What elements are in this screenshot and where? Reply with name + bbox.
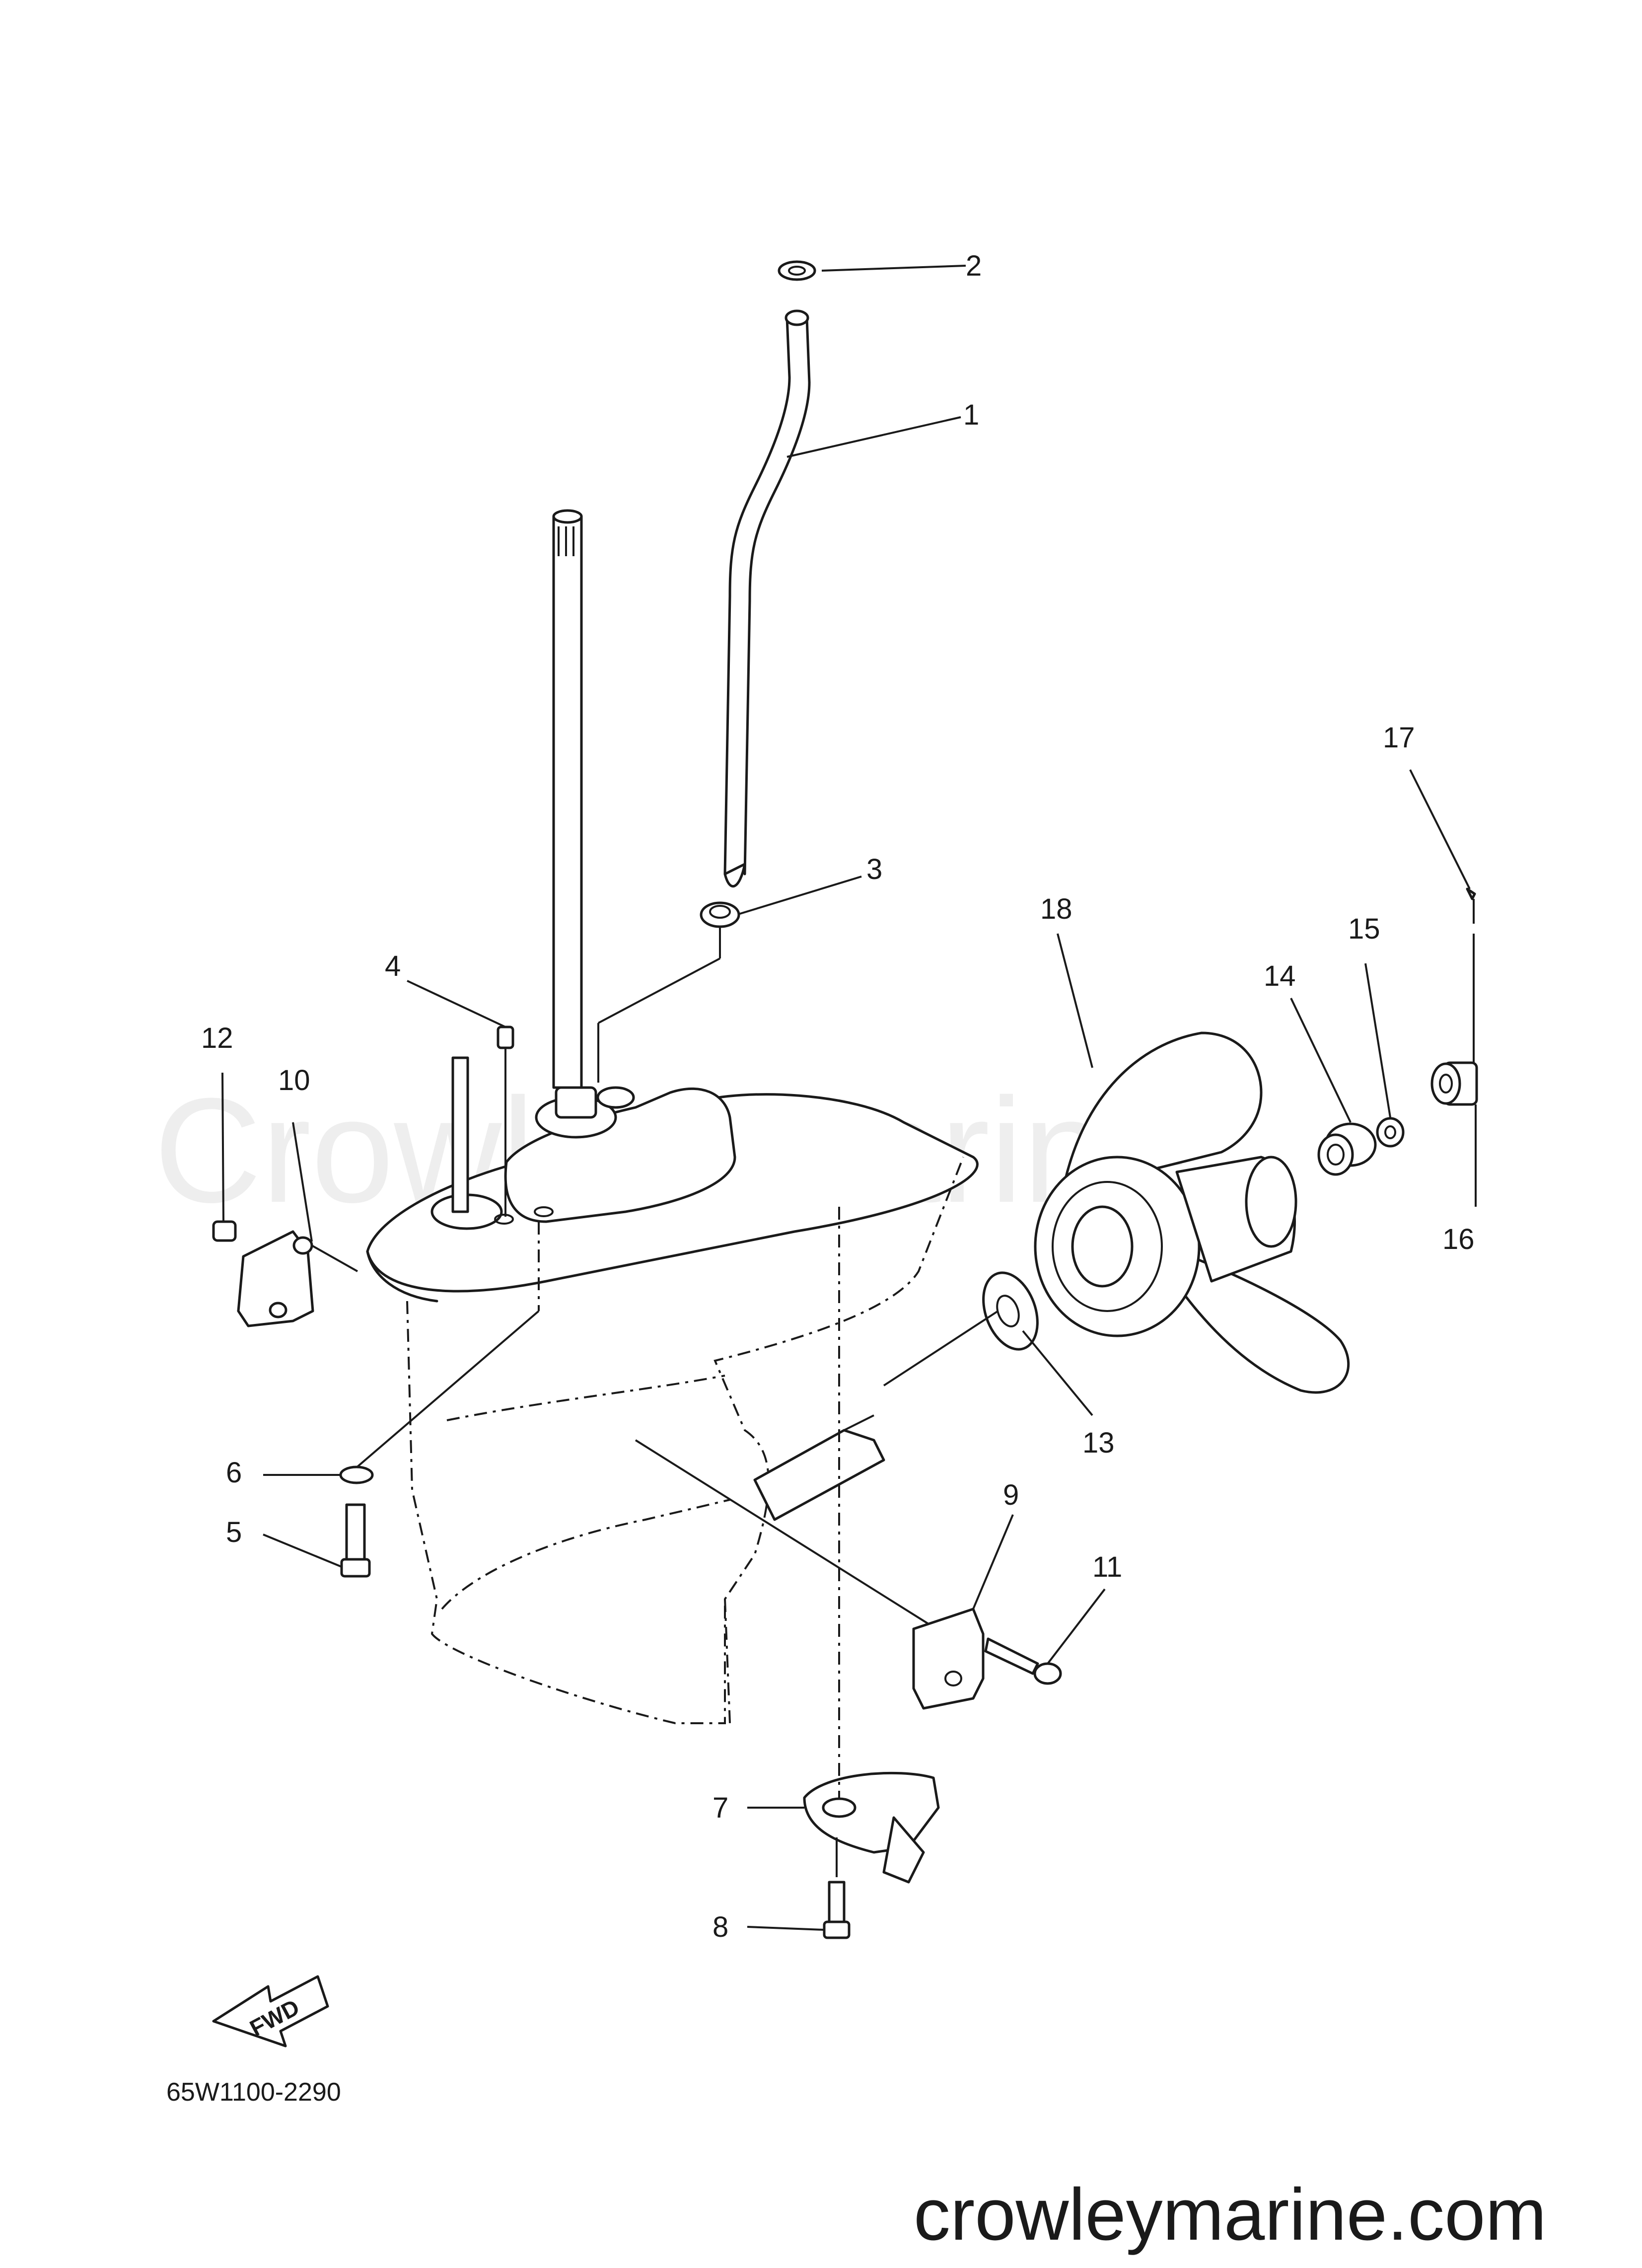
screw-icon [984, 1637, 1062, 1685]
callout-10: 10 [278, 1064, 310, 1097]
drawing-code: 65W1100-2290 [166, 2078, 341, 2107]
callout-4: 4 [385, 950, 401, 982]
callout-12: 12 [201, 1022, 233, 1054]
washer-icon [339, 1465, 374, 1484]
spacer-icon [1317, 1122, 1377, 1176]
footer-url: crowleymarine.com [914, 2174, 1547, 2256]
callout-15: 15 [1348, 913, 1380, 945]
drive-shaft [552, 509, 583, 1089]
trim-tab-bolt-icon [823, 1881, 851, 1939]
callout-5: 5 [226, 1516, 242, 1548]
propeller-shaft [753, 1414, 885, 1521]
side-anode-icon [912, 1608, 985, 1710]
nut-icon [212, 1220, 237, 1242]
callout-16: 16 [1442, 1223, 1475, 1255]
fwd-direction-arrow: FWD [212, 1975, 329, 2048]
trim-tab-icon [803, 1771, 940, 1884]
leader-lines [221, 265, 1477, 1931]
seal-grommet-icon [700, 901, 740, 928]
thrust-washer-icon [982, 1271, 1039, 1351]
callout-labels: 2 1 3 4 12 10 6 5 7 8 9 11 13 18 14 15 1… [201, 250, 1475, 1943]
callout-11: 11 [1092, 1551, 1122, 1583]
callout-17: 17 [1383, 722, 1415, 754]
grommet-icon [778, 260, 816, 281]
callout-6: 6 [226, 1457, 242, 1489]
callout-7: 7 [713, 1792, 728, 1824]
callout-2: 2 [966, 250, 982, 282]
water-pump-housing [430, 1056, 736, 1230]
callout-13: 13 [1082, 1427, 1115, 1459]
propeller-icon [1034, 1031, 1350, 1394]
washer-small-icon [1376, 1117, 1405, 1148]
callout-18: 18 [1040, 893, 1072, 925]
callout-1: 1 [963, 399, 979, 431]
callout-14: 14 [1264, 960, 1296, 992]
bolt-icon [340, 1503, 371, 1578]
dowel-pin-icon [497, 1025, 514, 1049]
callout-8: 8 [713, 1911, 728, 1943]
prop-nut-icon [1430, 1061, 1478, 1106]
water-tube [723, 309, 811, 887]
anode-icon [237, 1230, 314, 1327]
cotter-pin-icon [1466, 887, 1476, 924]
callout-9: 9 [1003, 1479, 1019, 1511]
callout-3: 3 [866, 853, 882, 885]
